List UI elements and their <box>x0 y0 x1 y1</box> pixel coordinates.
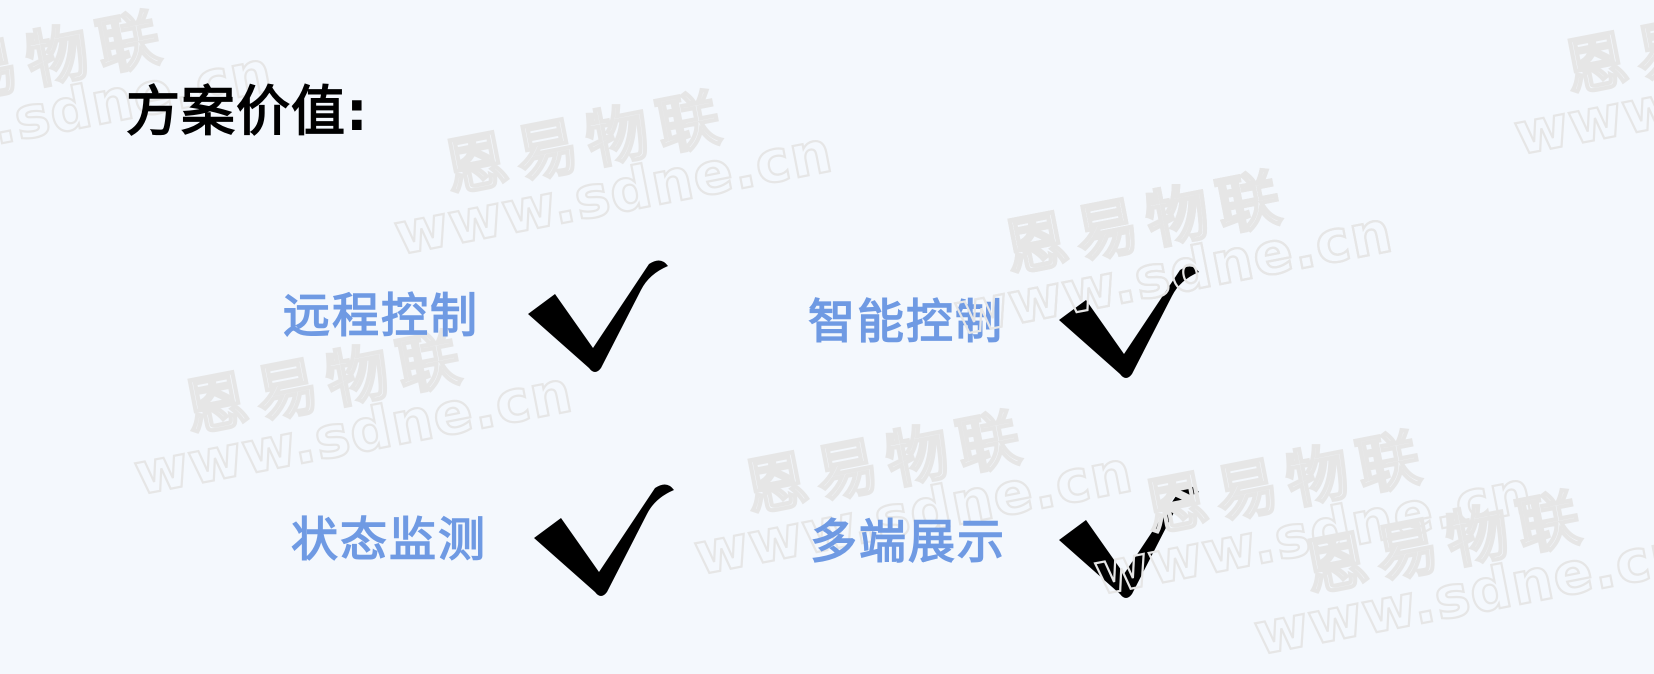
value-item-smart-control[interactable]: 智能控制 <box>808 262 1204 382</box>
heavy-check-mark-icon <box>529 480 679 600</box>
heavy-check-mark-icon <box>1054 262 1204 382</box>
value-item-label: 远程控制 <box>283 288 479 344</box>
value-item-status-monitoring[interactable]: 状态监测 <box>291 480 679 600</box>
heavy-check-mark-icon <box>1054 482 1204 602</box>
value-item-label: 智能控制 <box>808 294 1004 350</box>
value-item-label: 多端展示 <box>810 514 1006 570</box>
value-item-label: 状态监测 <box>291 512 487 568</box>
value-item-remote-control[interactable]: 远程控制 <box>283 256 673 376</box>
heavy-check-mark-icon <box>523 256 673 376</box>
value-item-multi-terminal-display[interactable]: 多端展示 <box>810 482 1204 602</box>
page-title: 方案价值: <box>126 80 369 143</box>
